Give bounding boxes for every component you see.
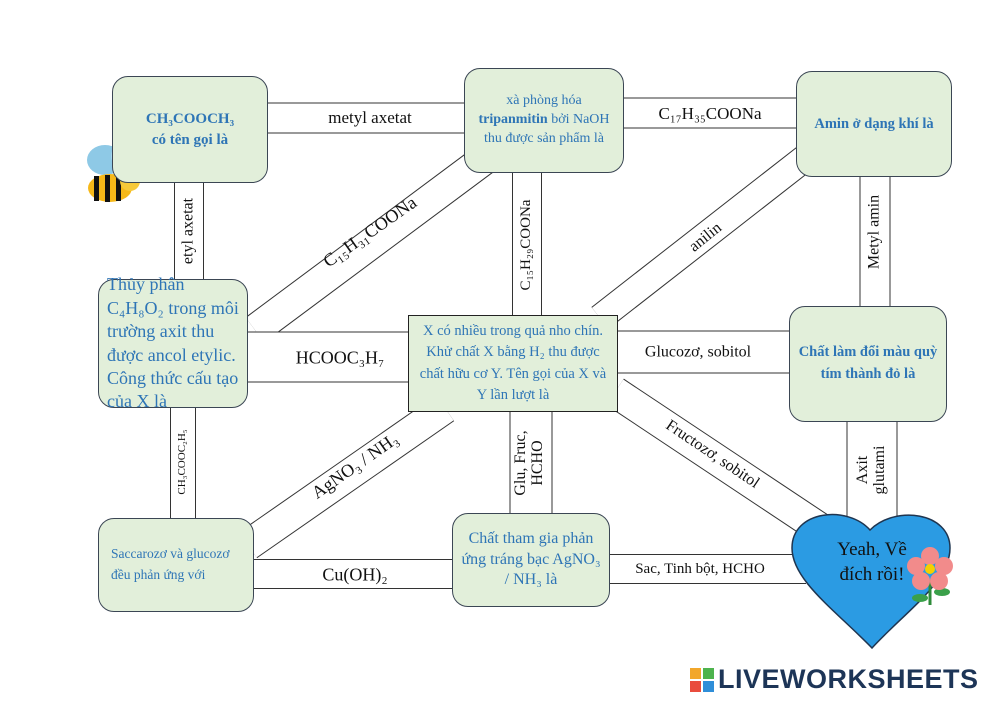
box-grape-question: X có nhiều trong quả nho chín. Khử chất …: [408, 315, 618, 412]
connector-label[interactable]: Metyl amin: [865, 194, 883, 270]
box-saponification-question: xà phòng hóa tripanmitin bởi NaOH thu đượ…: [464, 68, 624, 173]
connector-band: [239, 395, 454, 558]
label-line: Glu, Fruc,: [512, 430, 530, 496]
liveworksheets-logo: LIVEWORKSHEETS: [690, 664, 979, 695]
connector-label[interactable]: Glu, Fruc, HCHO: [512, 430, 547, 496]
connector-label[interactable]: HCOOC₃H₇: [295, 347, 385, 368]
box-sucrose-question: Saccarozơ và glucozơ đều phản ứng với: [98, 518, 254, 612]
connector-label[interactable]: Cu(OH)₂: [322, 564, 388, 585]
connector-band: [606, 379, 839, 548]
connector-label[interactable]: etyl axetat: [179, 197, 197, 265]
box-line: CH₃COOCH₃: [145, 110, 235, 127]
text: Chất làm đổi màu quỳ tím thành đỏ là: [798, 344, 938, 382]
text: X có nhiều trong quả nho chín. Khử chất …: [419, 323, 607, 403]
box-methyl-acetate-question: CH₃COOCH₃ có tên gọi là: [112, 76, 268, 183]
heart-shape: [791, 513, 951, 650]
text: bởi NaOH thu được sản phẩm là: [484, 112, 610, 146]
connector-label[interactable]: Axit glutami: [854, 445, 889, 495]
logo-icon: [690, 667, 714, 692]
logo-text: LIVEWORKSHEETS: [718, 664, 979, 694]
box-silver-mirror-question: Chất tham gia phản ứng tráng bạc AgNO₃ /…: [452, 513, 610, 607]
connector-band: [592, 147, 813, 329]
connector-label[interactable]: C₁₅H₂₉COONa: [518, 199, 535, 291]
box-line: có tên gọi là: [151, 131, 229, 148]
box-hydrolysis-question: Thủy phân C₄H₈O₂ trong môi trường axit t…: [98, 274, 248, 411]
text: Thủy phân C₄H₈O₂ trong môi trường axit t…: [107, 274, 239, 412]
connector-band: [246, 142, 499, 343]
label-line: Axit: [854, 455, 872, 485]
text: xà phòng hóa: [506, 93, 582, 109]
label-line: glutami: [871, 445, 888, 495]
flower-icon: [907, 547, 953, 605]
connector-label[interactable]: CH₃COOC₂H₅: [176, 429, 189, 495]
connector-label[interactable]: Glucozơ, sobitol: [644, 343, 752, 361]
text: Saccarozơ và glucozơ đều phản ứng với: [111, 546, 230, 582]
text: Chất tham gia phản ứng tráng bạc AgNO₃ /…: [461, 529, 601, 589]
finish-heart-text: Yeah, Về đích rồi!: [837, 539, 907, 585]
text: Amin ở dạng khí là: [814, 115, 934, 132]
connector-label[interactable]: C₁₇H₃₅COONa: [658, 104, 762, 124]
connector-label[interactable]: Sac, Tinh bột, HCHO: [635, 561, 765, 578]
text-bold: tripanmitin: [478, 112, 548, 128]
connector-label[interactable]: metyl axetat: [328, 108, 412, 128]
label-line: HCHO: [529, 440, 546, 486]
box-litmus-question: Chất làm đổi màu quỳ tím thành đỏ là: [789, 306, 947, 422]
box-amine-gas-question: Amin ở dạng khí là: [796, 71, 952, 177]
